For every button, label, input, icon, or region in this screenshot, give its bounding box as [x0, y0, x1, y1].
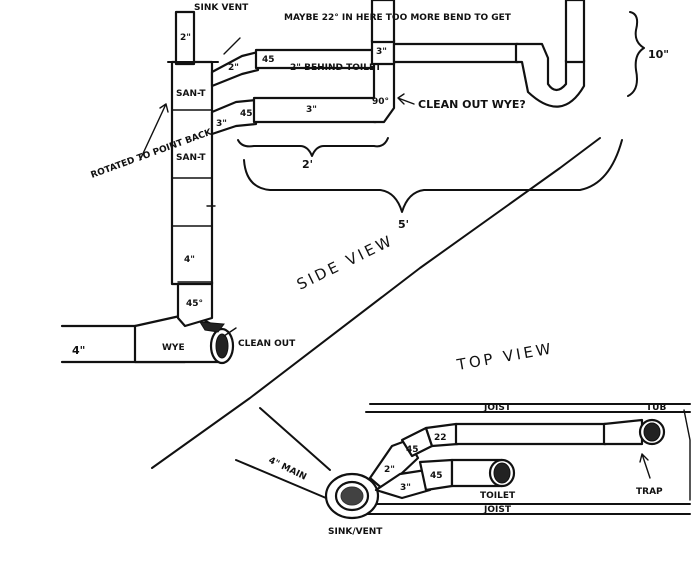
trap-top	[602, 418, 644, 446]
main-4in-label: 4"	[72, 344, 85, 357]
top-view-title: TOP VIEW	[455, 339, 555, 374]
dim-5ft-brace	[243, 139, 623, 213]
fitting-22-label: 22	[434, 433, 447, 443]
lower-45-label: 45	[240, 109, 253, 119]
maybe-22-note: MAYBE 22° IN HERE TOO MORE BEND TO GET	[284, 13, 512, 23]
riser-3in-label: 3"	[376, 47, 387, 57]
top-2in-label: 2"	[384, 465, 395, 475]
vent-2in-pipe	[174, 10, 196, 66]
dim-10in-label: 10"	[648, 48, 669, 61]
joist-bottom-label: JOIST	[483, 505, 512, 515]
top-3in-label: 3"	[400, 483, 411, 493]
main-4in-top	[235, 407, 331, 499]
vent-3in-riser	[370, 0, 396, 44]
joist-top-label: JOIST	[483, 403, 512, 413]
stack-4in-label: 4"	[184, 255, 195, 265]
elbow-90-label: 90°	[372, 97, 389, 107]
dim-2ft-label: 2'	[302, 158, 313, 171]
san-t-lower-label: SAN-T	[176, 153, 206, 163]
upper-45-label: 45	[262, 55, 275, 65]
vertical-stack	[170, 60, 214, 286]
lower-3in-label: 3"	[216, 119, 227, 129]
behind-toilet-label: 2" BEHIND TOILET	[290, 63, 382, 73]
san-t-upper-label: SAN-T	[176, 89, 206, 99]
separator-line	[151, 137, 601, 469]
lower-3in-run	[252, 96, 378, 124]
clean-out-wye-label: CLEAN OUT WYE?	[418, 98, 526, 111]
top-view: TOP VIEW JOIST TUB 22 45 2" 45 3" 4" MAI…	[235, 339, 691, 537]
dim-10in-brace	[627, 11, 645, 97]
tub-label: TUB	[646, 403, 666, 413]
long-3in-label: 3"	[306, 105, 317, 115]
tub-drain-run	[392, 42, 520, 64]
dim-2ft-brace	[237, 137, 389, 157]
dim-5ft-label: 5'	[398, 218, 409, 231]
tub-run-top	[454, 422, 608, 446]
upper-2in-branch	[210, 50, 260, 88]
fitting-45-lower-label: 45	[430, 471, 443, 481]
tub-riser	[564, 0, 586, 64]
sink-vent-top-label: SINK/VENT	[328, 527, 383, 537]
lower-3in-branch	[210, 98, 258, 136]
clean-out-label: CLEAN OUT	[238, 339, 296, 349]
sink-vent-label: SINK VENT	[194, 3, 249, 13]
fitting-45-upper-label: 45	[406, 445, 419, 455]
upper-2in-label: 2"	[228, 63, 239, 73]
side-view: SINK VENT 2" MAYBE 22° IN HERE TOO MORE …	[60, 0, 669, 469]
wye-label: WYE	[162, 343, 185, 353]
trap-label: TRAP	[636, 487, 663, 497]
elbow-90	[372, 60, 396, 124]
stack-45-label: 45°	[186, 299, 203, 309]
toilet-label: TOILET	[480, 491, 516, 501]
side-view-title: SIDE VIEW	[294, 231, 397, 294]
main-4in-top-label: 4" MAIN	[267, 456, 308, 483]
vent-size-label: 2"	[180, 33, 191, 43]
